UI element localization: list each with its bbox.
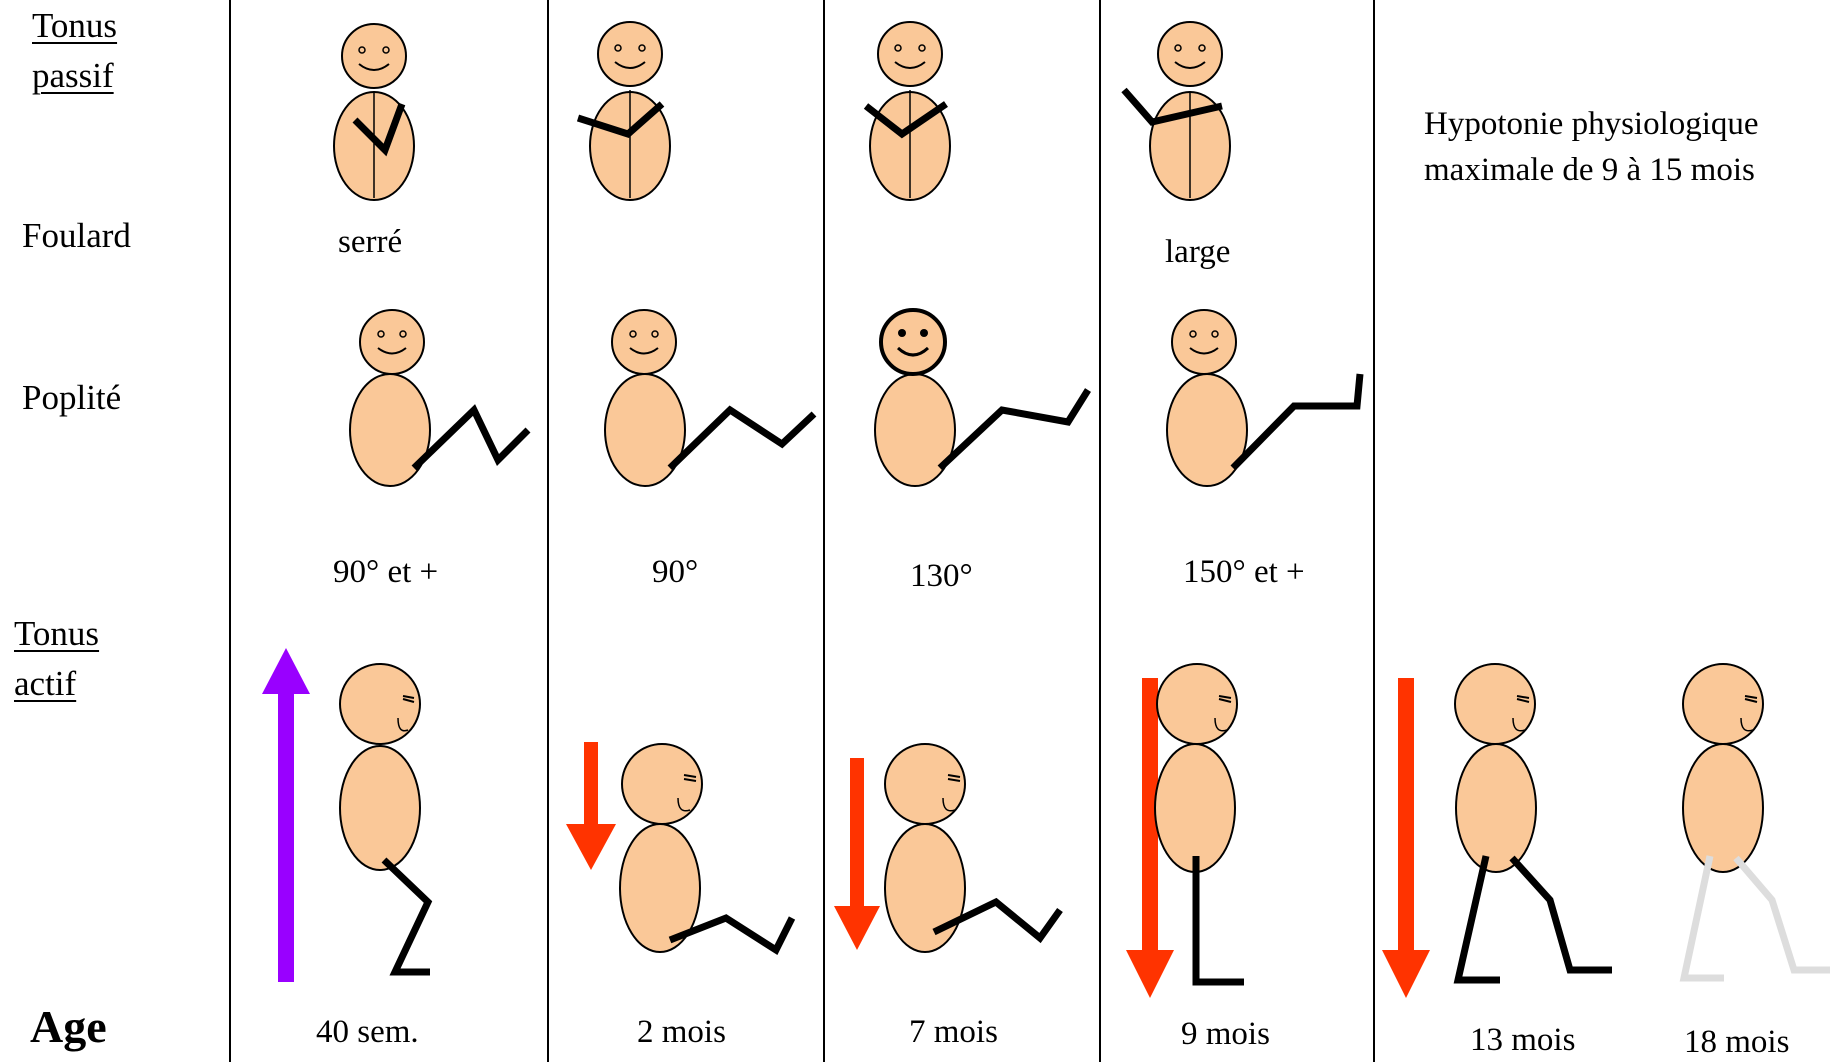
age-9mois: 9 mois bbox=[1181, 1018, 1270, 1051]
actif-figure-18mois bbox=[1683, 664, 1830, 978]
actif-figure-13mois bbox=[1455, 664, 1612, 980]
age-40sem: 40 sem. bbox=[316, 1016, 419, 1049]
age-2mois: 2 mois bbox=[637, 1016, 726, 1049]
foulard-figure-2mois bbox=[578, 22, 670, 200]
poplite-figure-150-plus bbox=[1167, 310, 1360, 486]
foulard-figure-40sem bbox=[334, 24, 414, 200]
age-18mois: 18 mois bbox=[1684, 1026, 1789, 1059]
poplite-figure-90-plus bbox=[350, 310, 528, 486]
arrow-down-2mois bbox=[566, 742, 616, 870]
tonus-passif-label-line1: Tonus bbox=[32, 8, 117, 43]
actif-figure-40sem bbox=[340, 664, 430, 972]
age-row-label: Age bbox=[30, 1004, 107, 1050]
poplite-angle-2: 90° bbox=[652, 556, 698, 589]
foulard-caption-serre: serré bbox=[338, 226, 402, 259]
foulard-figure-9mois bbox=[1124, 22, 1230, 200]
poplite-angle-4: 150° et + bbox=[1183, 556, 1305, 589]
poplite-angle-3: 130° bbox=[910, 560, 973, 593]
arrow-down-7mois bbox=[834, 758, 880, 950]
arrow-down-13mois bbox=[1382, 678, 1430, 998]
poplite-figure-130 bbox=[875, 310, 1088, 486]
arrow-up-40sem bbox=[262, 648, 310, 982]
actif-figure-9mois bbox=[1155, 664, 1244, 982]
poplite-figure-90 bbox=[605, 310, 814, 486]
tonus-actif-label-line1: Tonus bbox=[14, 616, 99, 651]
actif-figure-2mois bbox=[620, 744, 792, 952]
tonus-actif-label-line2: actif bbox=[14, 666, 76, 701]
foulard-row-label: Foulard bbox=[22, 218, 131, 253]
age-7mois: 7 mois bbox=[909, 1016, 998, 1049]
poplite-row-label: Poplité bbox=[22, 380, 121, 415]
actif-figure-7mois bbox=[885, 744, 1060, 952]
hypotonie-note: Hypotonie physiologique maximale de 9 à … bbox=[1424, 102, 1824, 193]
foulard-caption-large: large bbox=[1165, 236, 1230, 269]
tonus-passif-label-line2: passif bbox=[32, 58, 114, 93]
age-13mois: 13 mois bbox=[1470, 1024, 1575, 1057]
foulard-figure-7mois bbox=[866, 22, 950, 200]
poplite-angle-1: 90° et + bbox=[333, 556, 438, 589]
